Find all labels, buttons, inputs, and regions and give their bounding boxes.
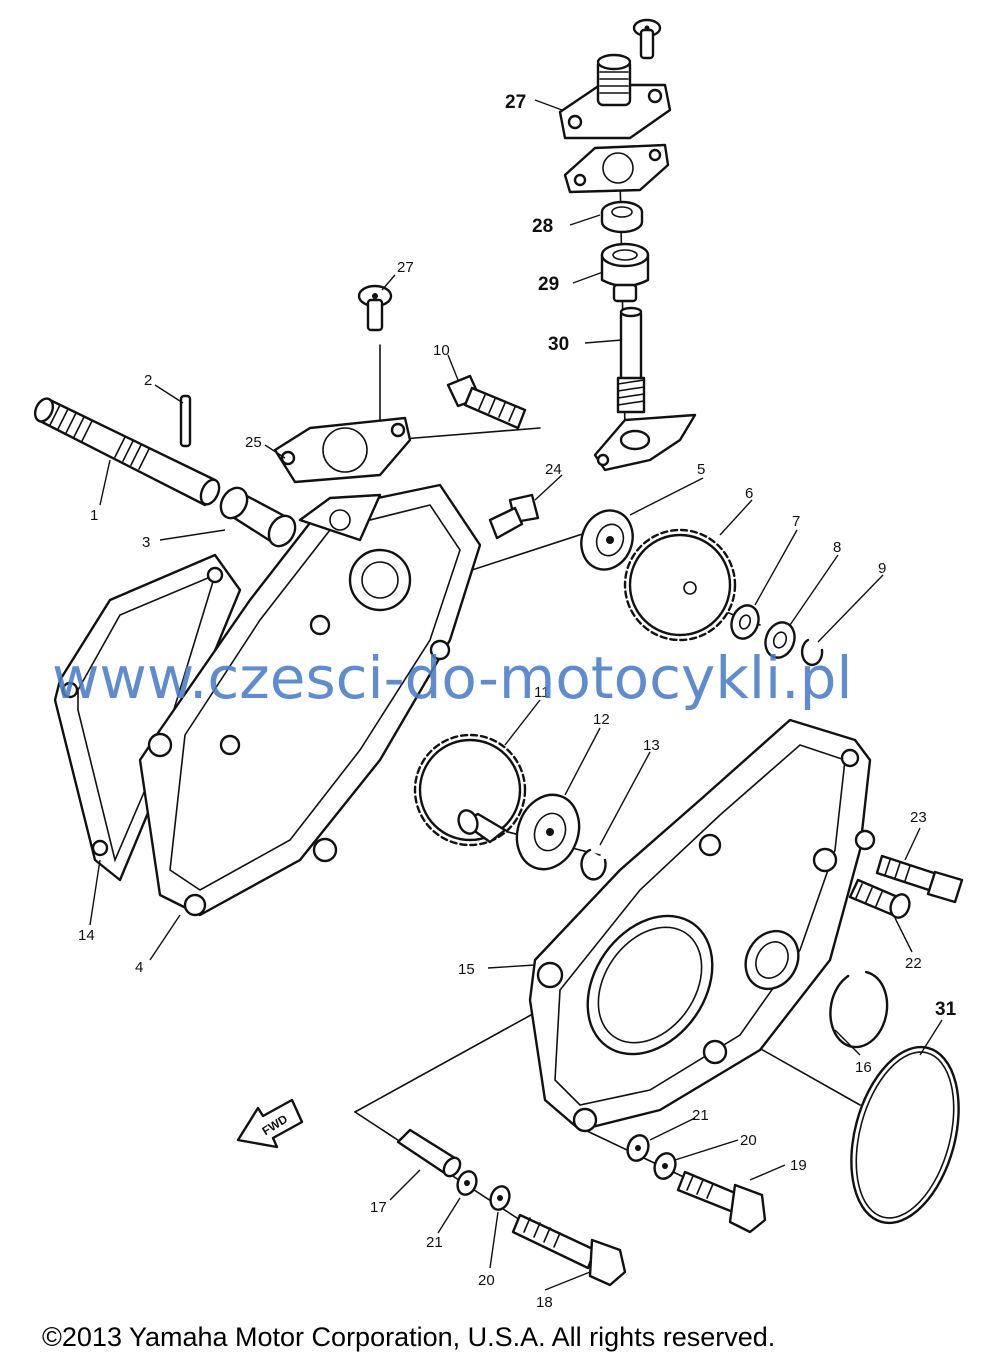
callout-14: 14 (78, 927, 95, 944)
callout-6: 6 (745, 485, 753, 502)
watermark-text: www.czesci-do-motocykli.pl (52, 644, 853, 712)
callout-23: 23 (910, 809, 927, 826)
part-25-gasket (273, 416, 412, 484)
callout-28: 28 (532, 216, 553, 237)
part-1-worm-shaft (33, 397, 221, 507)
part-18-bolt (511, 1213, 627, 1287)
callout-3: 3 (142, 534, 150, 551)
part-3-bushing (219, 486, 297, 548)
callout-21-bottom: 21 (426, 1234, 443, 1251)
part-2-pin (179, 394, 192, 448)
callout-8: 8 (833, 539, 841, 556)
callout-22: 22 (905, 955, 922, 972)
part-23-bolt (875, 854, 964, 904)
part-5-bearing (580, 509, 634, 571)
callout-2: 2 (144, 372, 152, 389)
part-31-o-ring (850, 1045, 960, 1225)
part-20-washer-left (489, 1185, 511, 1211)
callout-24: 24 (545, 461, 562, 478)
callout-27-left: 27 (397, 259, 414, 276)
flange-gasket (563, 143, 670, 194)
part-22-bolt (848, 878, 911, 919)
copyright-text: ©2013 Yamaha Motor Corporation, U.S.A. A… (42, 1322, 775, 1352)
callout-7: 7 (792, 513, 800, 530)
part-29-bushing (600, 242, 650, 303)
callout-12: 12 (593, 711, 610, 728)
part-30-driven-gear-shaft (616, 306, 646, 414)
part-8-washer (764, 621, 796, 659)
callout-9: 9 (878, 560, 886, 577)
callout-1: 1 (90, 507, 98, 524)
callout-5: 5 (697, 461, 705, 478)
callout-31: 31 (935, 999, 957, 1020)
part-28-seal (600, 200, 644, 234)
callout-25: 25 (245, 434, 262, 451)
part-17-dowel (396, 1128, 462, 1178)
callout-16: 16 (855, 1059, 872, 1076)
part-19-bolt (676, 1170, 767, 1234)
part-20-washer-right (653, 1152, 677, 1180)
callout-21-right: 21 (692, 1107, 709, 1124)
part-6-gear (623, 528, 737, 642)
callout-18: 18 (536, 1294, 553, 1311)
callout-11: 11 (534, 684, 550, 701)
part-24-bolt (488, 493, 540, 540)
part-27-screw-left (357, 284, 393, 332)
part-10-bolt (446, 374, 527, 430)
callout-13: 13 (643, 737, 660, 754)
part-21-washer-left (456, 1170, 478, 1196)
gear-seat-plate (593, 413, 697, 472)
part-21-washer-right (626, 1134, 650, 1162)
fwd-arrow-icon: FWD (236, 1098, 304, 1149)
part-15-outer-cover (528, 718, 876, 1133)
callout-20-bottom: 20 (478, 1272, 495, 1289)
callout-17: 17 (370, 1199, 387, 1216)
part-27-screw-top (632, 18, 662, 60)
callout-20-right: 20 (740, 1132, 757, 1149)
part-27-flange-fitting (558, 53, 672, 140)
part-4-housing (138, 483, 482, 917)
part-16-circlip (829, 970, 889, 1049)
callout-leaders (89, 99, 943, 1291)
callout-27-top: 27 (505, 92, 526, 113)
part-12-bearing (515, 793, 581, 871)
part-7-washer (730, 604, 760, 640)
callout-15: 15 (458, 961, 475, 978)
callout-10: 10 (433, 342, 450, 359)
callout-29: 29 (538, 274, 559, 295)
part-9-clip (800, 638, 824, 667)
callout-30: 30 (548, 334, 569, 355)
part-11-gear (413, 733, 527, 847)
callout-19: 19 (790, 1157, 807, 1174)
part-13-circlip (580, 848, 607, 881)
callout-4: 4 (135, 959, 143, 976)
callout-labels: 1 2 3 4 5 6 7 8 9 10 11 12 13 14 15 16 1… (78, 92, 957, 1311)
